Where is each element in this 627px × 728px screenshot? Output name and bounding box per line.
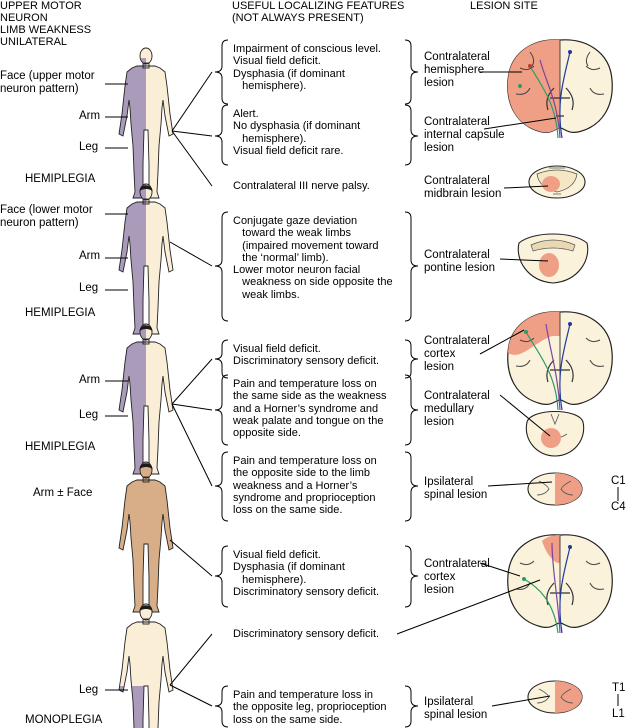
figure-hemiplegia-lmn-face — [118, 183, 174, 335]
label-leg-1: Leg — [79, 141, 99, 153]
brain-coronal-section-2 — [507, 311, 613, 411]
hair — [139, 185, 153, 192]
medulla-section — [525, 411, 585, 457]
label-arm-1: Arm — [79, 110, 101, 122]
weakness-shading — [119, 184, 146, 334]
body-silhouette — [119, 462, 173, 612]
figure-hemiplegia-umn — [118, 47, 174, 199]
pons-section — [517, 233, 589, 284]
figure-arm-face-cortex — [118, 461, 174, 613]
caption-monoplegia: MONOPLEGIA — [25, 714, 103, 726]
feature-spinal-cervical: Pain and temperature loss on the opposit… — [233, 455, 377, 517]
label-face-upper-motor-neuron: Face (upper motor neuron pattern) — [0, 70, 95, 95]
header-lesion-site: LESION SITE — [470, 0, 538, 12]
level-l1: L1 — [612, 708, 625, 720]
caption-hemiplegia-1: HEMIPLEGIA — [25, 173, 96, 185]
hair — [139, 463, 153, 470]
feature-cortex-2: Visual field deficit. Dysphasia (if domi… — [233, 549, 380, 598]
lesion-cortex-2: Contralateral cortex lesion — [424, 558, 490, 596]
feature-pons: Conjugate gaze deviation toward the weak… — [233, 215, 393, 301]
level-c4: C4 — [611, 501, 626, 513]
label-leg-2: Leg — [79, 282, 99, 294]
caption-hemiplegia-3: HEMIPLEGIA — [25, 441, 96, 453]
feature-internal-capsule: Alert. No dysphasia (if dominant hemisph… — [233, 108, 361, 157]
feature-cortex-sensory: Discriminatory sensory deficit. — [233, 628, 380, 640]
lesion-midbrain: Contralateral midbrain lesion — [424, 175, 502, 200]
body-silhouette — [119, 604, 173, 728]
brain-coronal-section-3 — [507, 534, 613, 634]
spinal-cord-section-thoracic — [527, 680, 583, 714]
spinal-cord-section-cervical — [527, 472, 583, 506]
feature-spinal-thoracic: Pain and temperature loss in the opposit… — [233, 689, 387, 726]
caption-hemiplegia-2: HEMIPLEGIA — [25, 307, 96, 319]
connector-lines — [105, 71, 213, 707]
lesion-leader-lines — [396, 71, 619, 707]
label-face-lower-motor-neuron: Face (lower motor neuron pattern) — [0, 204, 93, 229]
level-c1: C1 — [611, 475, 626, 487]
figure-hemiplegia-cortex-medulla — [118, 323, 174, 475]
hair — [139, 325, 153, 332]
feature-hemisphere: Impairment of conscious level. Visual fi… — [233, 43, 381, 92]
lesion-pons: Contralateral pontine lesion — [424, 249, 495, 274]
label-leg-3: Leg — [79, 409, 99, 421]
brain-coronal-section-1 — [507, 39, 613, 139]
feature-braces — [214, 39, 419, 728]
feature-cortex-1: Visual field deficit. Discriminatory sen… — [233, 343, 380, 368]
figure-monoplegia — [118, 603, 174, 728]
lesion-internal-capsule: Contralateral internal capsule lesion — [424, 116, 505, 154]
header-localizing-features: USEFUL LOCALIZING FEATURES (NOT ALWAYS P… — [232, 0, 405, 24]
figure-layer — [118, 47, 174, 728]
lesion-spinal-cervical: Ipsilateral spinal lesion — [424, 476, 488, 501]
label-arm-face: Arm ± Face — [33, 487, 93, 499]
label-arm-2: Arm — [79, 250, 101, 262]
midbrain-section — [528, 165, 586, 199]
weakness-shading — [119, 64, 146, 198]
level-t1: T1 — [612, 682, 626, 694]
lesion-hemisphere: Contralateral hemisphere lesion — [424, 51, 490, 89]
hair — [139, 605, 153, 612]
lesion-cortex-1: Contralateral cortex lesion — [424, 335, 490, 373]
weakness-shading — [119, 324, 146, 474]
lesion-medulla: Contralateral medullary lesion — [424, 390, 490, 428]
feature-medulla: Pain and temperature loss on the same si… — [233, 378, 387, 440]
label-leg-5: Leg — [79, 684, 99, 696]
lesion-spinal-thoracic: Ipsilateral spinal lesion — [424, 696, 488, 721]
header-upper-motor-neuron: UPPER MOTOR NEURON LIMB WEAKNESS UNILATE… — [0, 0, 92, 48]
label-arm-3: Arm — [79, 374, 101, 386]
feature-midbrain: Contralateral III nerve palsy. — [233, 180, 370, 192]
